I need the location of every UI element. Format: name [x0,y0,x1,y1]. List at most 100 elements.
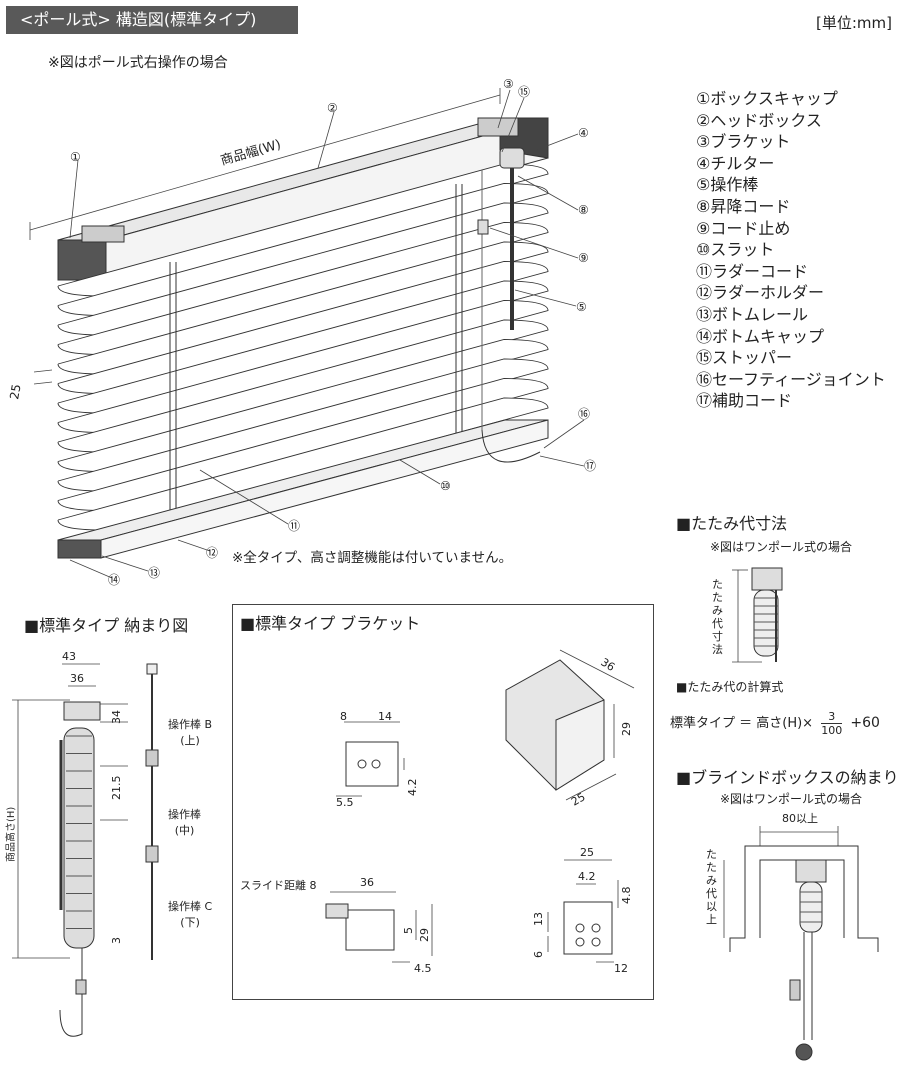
blind-box-width-label: 80以上 [782,812,818,825]
callout-17: ⑰ [584,459,596,473]
bracket-front-view: 8 14 4.2 5.5 [336,710,419,809]
unit-label: [単位:mm] [816,14,892,32]
bracket-side-view: 36 5 29 4.5 [325,876,433,975]
bracket-back-view: 25 4.2 4.8 13 6 12 [532,846,633,975]
callout-10: ⑩ [440,479,451,493]
main-diagram-note: ※図はポール式右操作の場合 [48,55,228,71]
back-dim-13: 13 [532,912,545,926]
rod-b-sub: (上) [180,734,200,747]
legend-item: ①ボックスキャップ [696,89,838,108]
bracket-section-title: ■標準タイプ ブラケット [240,614,421,633]
bracket-section-frame [232,604,654,1000]
blind-box-title: ■ブラインドボックスの納まり [676,768,899,787]
front-dim-14: 14 [378,710,392,723]
legend-item: ⑨コード止め [696,218,791,238]
legend-item: ⑤操作棒 [696,175,759,195]
rod-mid-sub: (中) [174,824,195,837]
formula-fraction: 3 100 [821,710,843,737]
legend-item: ⑩スラット [696,240,775,260]
callout-3: ③ [503,77,514,91]
fit-dim-36: 36 [70,672,84,685]
slats [57,163,549,531]
side-dim-4-5: 4.5 [414,962,432,975]
side-dim-29: 29 [418,928,431,942]
side-dim-36: 36 [360,876,374,889]
fit-section-title: ■標準タイプ 納まり図 [24,616,189,635]
front-dim-5-5: 5.5 [336,796,354,809]
section-header: <ポール式> 構造図(標準タイプ) [6,6,298,34]
iso-dim-29: 29 [620,722,633,736]
slat [57,378,549,511]
legend-item: ②ヘッドボックス [696,110,822,130]
fit-dim-21-5: 21.5 [110,776,123,801]
callout-12: ⑫ [206,546,218,560]
rod-c-sub: (下) [180,916,200,929]
legend-item: ⑮ストッパー [696,348,793,368]
iso-dim-25: 25 [569,790,588,808]
fold-section-title: ■たたみ代寸法 [676,514,788,533]
back-dim-12: 12 [614,962,628,975]
fit-dim-3: 3 [110,937,123,944]
slat [57,397,549,531]
rod-label-c: 操作棒 C (下) [168,898,212,930]
front-dim-4-2: 4.2 [406,779,419,797]
callout-8: ⑧ [578,203,589,217]
back-dim-4-2: 4.2 [578,870,596,883]
callout-4: ④ [578,126,589,140]
callout-15: ⑮ [518,85,530,99]
fit-dim-34: 34 [110,710,123,724]
calc-formula: 標準タイプ ＝ 高さ(H)× 3 100 +60 [670,710,880,737]
callout-11: ⑪ [288,519,300,533]
formula-numerator: 3 [821,710,843,724]
legend-item: ⑯セーフティージョイント [696,369,886,389]
legend-item: ⑫ラダーホルダー [696,283,825,303]
callout-13: ⑬ [148,566,160,580]
callout-5: ⑤ [576,300,587,314]
callout-16: ⑯ [578,407,590,421]
rod-label-b: 操作棒 B (上) [168,716,212,748]
calc-title: ■たたみ代の計算式 [676,680,784,694]
formula-prefix: 標準タイプ ＝ 高さ(H)× [670,716,814,731]
caution-note: ※全タイプ、高さ調整機能は付いていません。 [232,550,513,566]
slat [57,261,549,394]
slide-distance-label: スライド距離 8 [240,879,317,892]
fit-height-label: 商品高さ(H) [4,807,17,862]
back-dim-25: 25 [580,846,594,859]
slat [57,222,549,355]
slat [57,358,549,492]
bracket-iso-view: 36 29 25 [505,649,635,809]
back-dim-4-8: 4.8 [620,887,633,905]
legend-item: ⑭ボトムキャップ [696,326,825,346]
legend-item: ③ブラケット [696,132,791,152]
slat [57,339,549,472]
blind-box-vertical-label: たたみ代以上 [706,848,717,926]
fold-section-note: ※図はワンポール式の場合 [710,540,853,554]
formula-suffix: +60 [850,715,880,731]
slat [57,183,549,316]
rod-mid-name: 操作棒 [168,808,201,821]
slat [57,202,549,336]
legend-item: ④チルター [696,153,775,173]
callout-1: ① [70,150,81,164]
slat [57,241,549,375]
iso-dim-36: 36 [598,656,617,674]
legend-item: ⑬ボトムレール [696,304,809,324]
legend-item: ⑪ラダーコード [696,261,809,281]
rod-label-mid: 操作棒 (中) [168,806,201,838]
callout-14: ⑭ [108,573,120,587]
fit-slats [66,735,92,929]
slat-pitch-label: 25 [7,383,23,400]
legend-item: ⑰補助コード [696,391,793,411]
legend-item: ⑧昇降コード [696,196,791,216]
parts-legend: ①ボックスキャップ ②ヘッドボックス ③ブラケット ④チルター ⑤操作棒 ⑧昇降… [696,88,886,412]
slat [57,319,549,453]
side-dim-5: 5 [402,927,415,934]
formula-denominator: 100 [821,724,843,737]
front-dim-8: 8 [340,710,347,723]
slat [57,280,549,414]
rod-c-name: 操作棒 C [168,900,213,913]
